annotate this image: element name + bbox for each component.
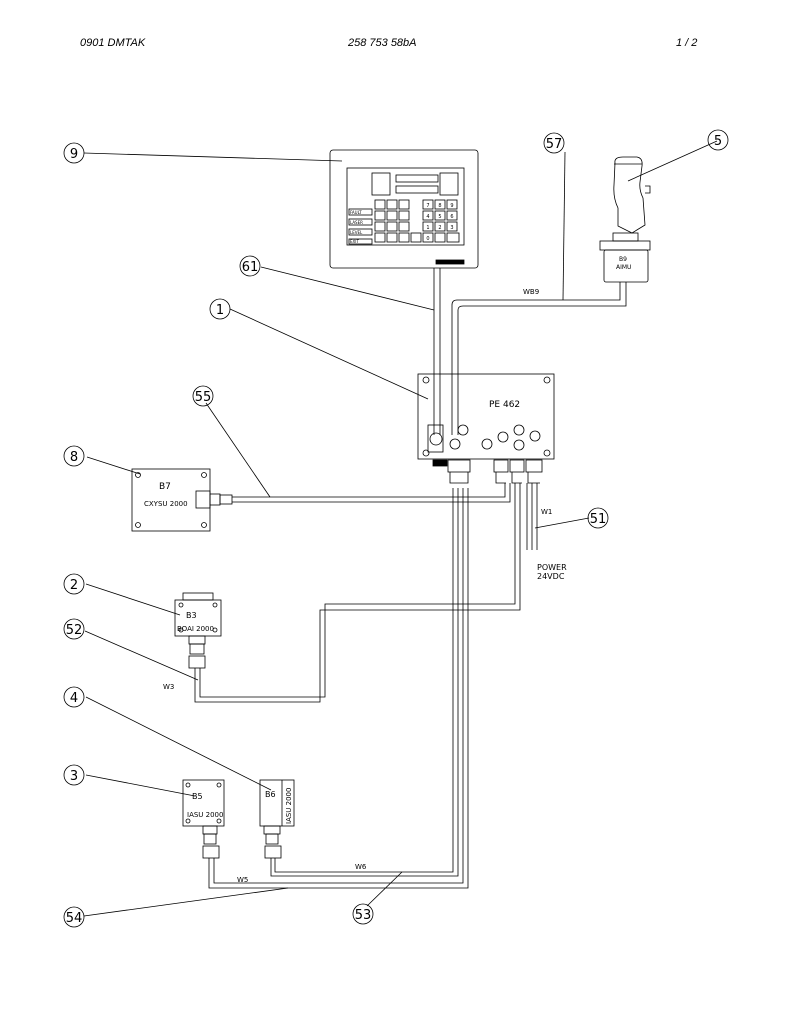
key-2: 2 (438, 225, 441, 231)
panel-label-laser: LASER (350, 220, 363, 225)
key-7: 7 (426, 203, 429, 209)
callout-9: 9 (70, 147, 78, 162)
b3-label: B3 (186, 611, 197, 620)
pe462-label: PE 462 (489, 400, 520, 410)
power-voltage-label: 24VDC (537, 572, 565, 581)
key-9: 9 (450, 203, 453, 209)
callout-61: 61 (242, 260, 259, 275)
b6-model-label: IASU 2000 (285, 788, 293, 824)
callout-8: 8 (70, 450, 78, 465)
wire-label-wb9: WB9 (523, 288, 539, 296)
sensor-b5 (182, 779, 225, 859)
key-5: 5 (438, 214, 441, 220)
control-panel (329, 149, 479, 269)
b7-label: B7 (159, 482, 171, 492)
key-6: 6 (450, 214, 453, 220)
wire-label-w1: W1 (541, 508, 552, 516)
key-1: 1 (426, 225, 429, 231)
header-document-number: 258 753 58bA (348, 37, 417, 49)
callout-4: 4 (70, 691, 78, 706)
callout-circles (63, 129, 729, 928)
cable-55 (232, 483, 511, 503)
callout-5: 5 (714, 134, 722, 149)
b7-model-label: CXYSU 2000 (144, 500, 188, 508)
callout-2: 2 (70, 578, 78, 593)
callout-52: 52 (66, 623, 83, 638)
wire-label-w5: W5 (237, 876, 248, 884)
key-4: 4 (426, 214, 429, 220)
b9-model-label: AIMU (616, 264, 631, 271)
callout-51: 51 (590, 512, 607, 527)
sensor-b3 (174, 592, 222, 669)
b9-label: B9 (619, 256, 627, 263)
b5-model-label: IASU 2000 (187, 811, 223, 819)
callout-54: 54 (66, 911, 83, 926)
panel-label-fault: FAULT (350, 210, 362, 215)
sensor-b6 (259, 779, 295, 859)
callout-3: 3 (70, 769, 78, 784)
key-0: 0 (426, 236, 429, 242)
pe462-box (417, 373, 555, 484)
wire-label-w3: W3 (163, 683, 174, 691)
panel-label-exit: EXIT (350, 239, 359, 244)
header-page-number: 1 / 2 (676, 37, 698, 49)
callout-55: 55 (195, 390, 212, 405)
cable-57 (451, 282, 627, 435)
callout-1: 1 (216, 303, 224, 318)
b5-label: B5 (192, 792, 203, 801)
b6-label: B6 (265, 790, 276, 799)
key-8: 8 (438, 203, 441, 209)
leader-lines (83, 140, 718, 917)
panel-label-level: LEVEL (350, 230, 363, 235)
cable-52 (194, 483, 521, 703)
b3-model-label: BOAI 2000 (177, 625, 214, 633)
cable-51 (526, 483, 538, 550)
cable-53 (270, 488, 459, 877)
cable-61 (433, 268, 441, 435)
cable-54 (208, 488, 469, 889)
callout-53: 53 (355, 908, 372, 923)
sensor-b7 (131, 468, 233, 532)
key-3: 3 (450, 225, 453, 231)
wire-label-w6: W6 (355, 863, 367, 871)
header-left: 0901 DMTAK (80, 37, 146, 49)
callout-57: 57 (546, 137, 563, 152)
joystick-b9 (599, 156, 651, 283)
power-label: POWER (537, 563, 567, 572)
